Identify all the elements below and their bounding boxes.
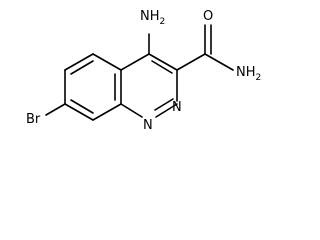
bonds <box>45 24 234 121</box>
bond-c5-c6 <box>64 53 94 71</box>
bond-c4-c3 <box>148 53 178 71</box>
nitrogen-n1-label: N <box>143 118 153 133</box>
chemical-structure-diagram: NH2 O NH2 Br N N <box>26 9 261 133</box>
nitrogen-n2-label: N <box>172 100 182 115</box>
bond-c4-c4a <box>120 53 150 71</box>
structure-canvas: NH2 O NH2 Br N N <box>0 0 280 137</box>
oxygen-label: O <box>203 9 213 24</box>
bond-n2-n1 <box>155 103 178 118</box>
amide-nh2-label: NH2 <box>236 65 261 83</box>
bond-c4-c3-double <box>151 60 173 74</box>
amine-label: NH2 <box>140 9 165 27</box>
bond-c5-c6-double <box>70 60 94 75</box>
bromine-label: Br <box>26 112 41 127</box>
bond-c7-br <box>45 103 66 116</box>
bond-c3-ccarbonyl <box>176 53 206 71</box>
bond-c7-c8-double <box>70 99 94 114</box>
atom-labels: NH2 O NH2 Br N N <box>26 9 261 133</box>
bond-c8-c8a <box>92 103 122 121</box>
bond-c4a-c5 <box>92 53 122 71</box>
bond-n2-n1-double <box>154 98 174 111</box>
bond-carbonyl-nh2 <box>204 53 234 71</box>
bond-c7-c8 <box>64 103 94 121</box>
bond-n1-c8a <box>120 103 143 118</box>
